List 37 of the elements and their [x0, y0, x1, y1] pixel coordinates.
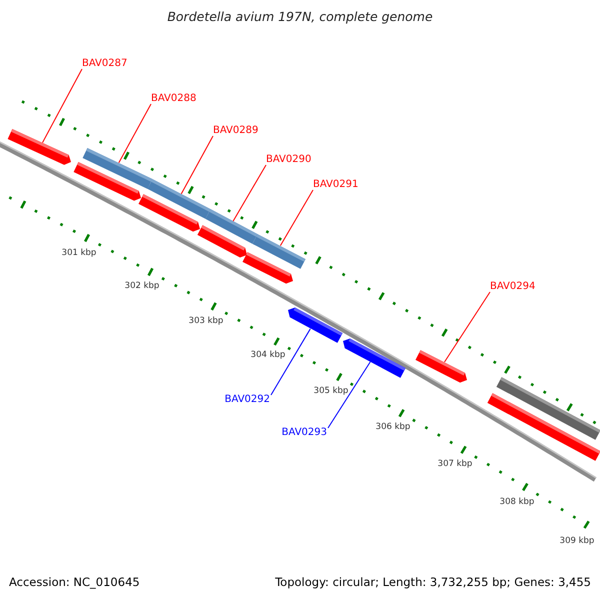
leader-line	[280, 190, 314, 246]
genome-summary: Topology: circular; Length: 3,732,255 bp; Genes: 3,455	[275, 576, 591, 588]
gene-label: BAV0289	[213, 125, 258, 137]
scale-label: 308 kbp	[498, 496, 536, 508]
scale-label: 303 kbp	[188, 315, 224, 327]
gene-feature	[138, 194, 200, 232]
gene-label: BAV0292	[224, 394, 270, 406]
scale-label: 305 kbp	[312, 385, 350, 397]
accession-text: Accession: NC_010645	[9, 576, 140, 588]
gene-label: BAV0293	[282, 427, 327, 439]
scale-label: 306 kbp	[374, 421, 412, 433]
gene-feature	[416, 350, 467, 383]
gene-bar	[487, 393, 600, 461]
gene-feature	[242, 252, 293, 284]
scale-label: 301 kbp	[60, 247, 98, 259]
scale-label: 304 kbp	[250, 349, 286, 361]
gene-label: BAV0288	[151, 93, 196, 105]
leader-line	[180, 136, 214, 194]
scale-label: 307 kbp	[436, 458, 474, 470]
leader-line	[328, 361, 371, 428]
gene-feature	[197, 225, 247, 258]
leader-line	[118, 104, 152, 164]
leader-line	[444, 292, 490, 362]
gene-label: BAV0294	[490, 281, 536, 293]
gene-label: BAV0291	[313, 179, 358, 191]
map-title: Bordetella avium 197N, complete genome	[166, 11, 434, 23]
gene-feature	[74, 162, 141, 201]
scale-label: 302 kbp	[124, 280, 160, 292]
scale-label: 309 kbp	[558, 535, 596, 547]
gene-label: BAV0287	[82, 58, 128, 70]
leader-line	[42, 68, 82, 144]
gene-feature	[8, 129, 71, 165]
gene-label: BAV0290	[266, 154, 312, 166]
gene-feature	[288, 308, 343, 343]
leader-line	[232, 164, 266, 222]
gene-feature	[343, 338, 406, 378]
leader-line	[270, 328, 311, 396]
